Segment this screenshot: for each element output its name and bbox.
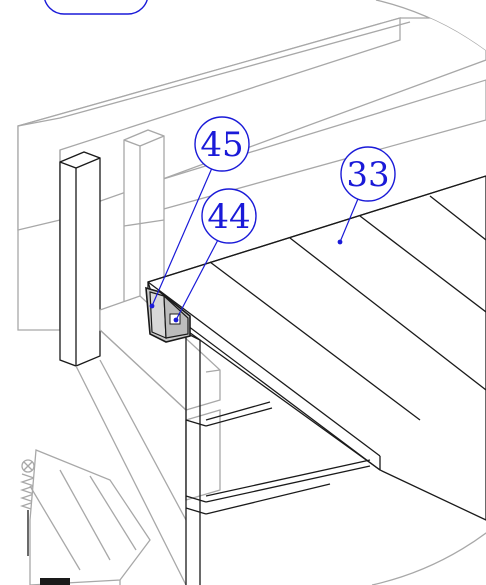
callout-33-label: 33 [346, 155, 389, 195]
callout-45: 45 [194, 116, 250, 172]
front-post [59, 151, 101, 367]
callout-44: 44 [201, 188, 257, 244]
deck-boards [147, 175, 486, 522]
lower-slats [29, 449, 151, 585]
partial-callout [44, 0, 148, 15]
screw [19, 459, 37, 556]
callout-45-label: 45 [200, 125, 243, 165]
leader-lines [149, 167, 361, 323]
detail-circle [371, 0, 486, 585]
callout-33: 33 [340, 146, 396, 202]
callout-44-label: 44 [207, 197, 250, 237]
